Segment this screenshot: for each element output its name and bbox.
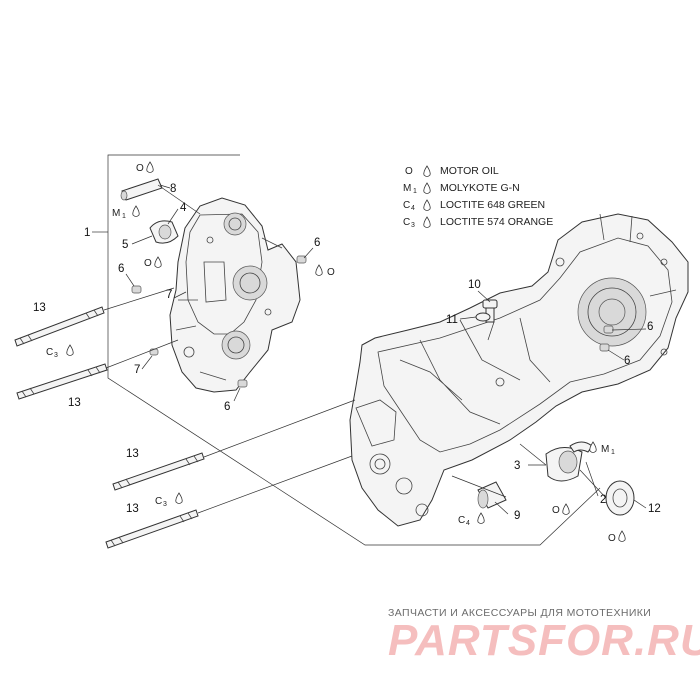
pin-6 <box>131 285 142 294</box>
callout-2: 2 <box>600 494 606 506</box>
oil-seal-12 <box>605 480 635 516</box>
stud-13 <box>105 509 199 549</box>
grease-symbol-sub: 1 <box>611 449 615 456</box>
callout-1: 1 <box>84 227 90 239</box>
bushing-4 <box>149 220 179 244</box>
bolt-10 <box>482 299 498 323</box>
callout-4: 4 <box>180 202 187 214</box>
oil-drop-icon <box>154 256 162 268</box>
pin-6 <box>603 325 614 334</box>
watermark-caption: ЗАПЧАСТИ И АКСЕССУАРЫ ДЛЯ МОТОТЕХНИКИ <box>388 607 652 619</box>
left-crankcase-half <box>169 197 301 393</box>
legend-label: MOLYKOTE G-N <box>440 182 520 194</box>
loctite-drop-icon <box>477 512 485 524</box>
callout-7: 7 <box>166 289 172 301</box>
parts-small <box>14 178 635 549</box>
callout-12: 12 <box>648 503 661 515</box>
callout-10: 10 <box>468 279 481 291</box>
projection-lines <box>103 184 607 514</box>
callout-11: 11 <box>446 314 458 326</box>
grease-drop-icon <box>589 441 597 453</box>
callout-13: 13 <box>126 448 139 460</box>
callout-3: 3 <box>514 460 520 472</box>
legend-label: LOCTITE 574 ORANGE <box>440 216 553 228</box>
callout-6: 6 <box>224 401 230 413</box>
callout-6: 6 <box>314 237 320 249</box>
legend-symbol: C <box>403 217 410 228</box>
legend-symbol-sub: 1 <box>413 188 417 195</box>
oil-drop-icon <box>146 161 154 173</box>
assembly-frame <box>92 154 601 546</box>
dowel-pin-8 <box>120 178 163 201</box>
loctite-symbol: C <box>458 515 465 526</box>
right-crankcase-half <box>349 213 689 527</box>
pin-6 <box>296 255 307 264</box>
callout-5: 5 <box>122 239 128 251</box>
oil-drop-icon <box>315 264 323 276</box>
stud-13 <box>16 363 108 400</box>
loctite-drop-icon <box>66 344 74 356</box>
callout-6: 6 <box>624 355 630 367</box>
loctite-drop-icon <box>175 492 183 504</box>
legend-symbol-sub: 3 <box>411 222 415 229</box>
legend-item-motor-oil: O MOTOR OIL <box>405 165 499 177</box>
pin-6 <box>237 379 248 388</box>
callout-13: 13 <box>33 302 46 314</box>
watermark-logo: PARTSFOR.RU <box>388 616 700 665</box>
oil-symbol: O <box>136 163 144 174</box>
loctite-symbol: C <box>46 347 53 358</box>
legend: O MOTOR OIL M 1 MOLYKOTE G-N C 4 LOCTITE… <box>403 165 553 229</box>
oil-symbol: O <box>144 258 152 269</box>
legend-symbol: M <box>403 183 411 194</box>
callout-13: 13 <box>68 397 81 409</box>
legend-label: LOCTITE 648 GREEN <box>440 199 545 211</box>
leader-lines <box>125 184 647 515</box>
callout-6: 6 <box>647 321 653 333</box>
callout-7: 7 <box>134 364 140 376</box>
callout-13: 13 <box>126 503 139 515</box>
washer-11 <box>475 312 491 322</box>
callout-9: 9 <box>514 510 520 522</box>
grease-drop-icon <box>423 182 431 194</box>
stud-13 <box>14 306 105 347</box>
loctite-symbol-sub: 4 <box>466 520 470 527</box>
loctite-symbol-sub: 3 <box>163 501 167 508</box>
grease-drop-icon <box>132 205 140 217</box>
stud-13 <box>112 452 205 491</box>
legend-item-loctite-574: C 3 LOCTITE 574 ORANGE <box>403 216 553 229</box>
loctite-drop-icon <box>423 216 431 228</box>
loctite-symbol-sub: 3 <box>54 352 58 359</box>
legend-label: MOTOR OIL <box>440 165 499 177</box>
oil-drop-icon <box>423 165 431 177</box>
grease-symbol: M <box>601 444 609 455</box>
loctite-drop-icon <box>423 199 431 211</box>
legend-item-loctite-648: C 4 LOCTITE 648 GREEN <box>403 199 545 212</box>
part-symbols: O M 1 O O C 3 C 3 M 1 O C 4 O <box>46 161 626 544</box>
callout-numbers: 1 2 3 4 5 6 6 6 6 6 7 7 8 9 10 11 12 13 … <box>33 183 661 522</box>
loctite-symbol: C <box>155 496 162 507</box>
oil-symbol: O <box>552 505 560 516</box>
legend-item-molykote: M 1 MOLYKOTE G-N <box>403 182 520 195</box>
oil-symbol: O <box>327 267 335 278</box>
grease-symbol-sub: 1 <box>122 213 126 220</box>
grease-symbol: M <box>112 208 120 219</box>
oil-drop-icon <box>618 530 626 542</box>
callout-8: 8 <box>170 183 176 195</box>
oil-drop-icon <box>562 503 570 515</box>
legend-symbol: C <box>403 200 410 211</box>
oil-symbol: O <box>608 533 616 544</box>
callout-6: 6 <box>118 263 124 275</box>
legend-symbol-sub: 4 <box>411 205 415 212</box>
pin-7 <box>149 348 159 356</box>
bushing-3 <box>545 447 583 482</box>
legend-symbol: O <box>405 166 413 177</box>
pin-6 <box>599 343 610 352</box>
clip-2 <box>569 441 593 453</box>
